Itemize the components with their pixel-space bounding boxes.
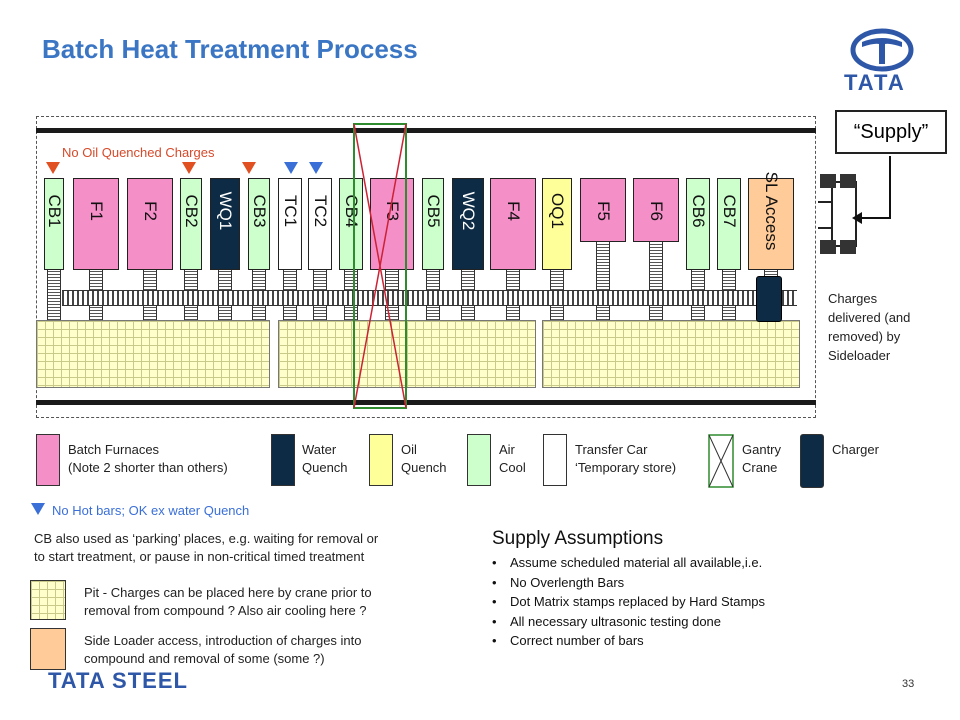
blue-triangle-icon [31, 503, 45, 515]
legend-oil-swatch [369, 434, 393, 486]
logo-wordmark: TATA [844, 70, 906, 95]
bay-wq2: WQ2 [452, 178, 484, 270]
bottom-rail [36, 400, 816, 405]
conveyor-track [62, 290, 797, 306]
legend-air-swatch [467, 434, 491, 486]
no-oil-quenched-label: No Oil Quenched Charges [62, 145, 215, 160]
sl-note: Side Loader access, introduction of char… [84, 633, 362, 666]
cb-note: CB also used as ‘parking’ places, e.g. w… [34, 531, 379, 564]
list-item: No Overlength Bars [492, 573, 765, 593]
bay-label: F1 [87, 201, 106, 221]
pit-legend-swatch [30, 580, 66, 620]
bay-oq1: OQ1 [542, 178, 572, 270]
legend-charger-swatch [800, 434, 824, 488]
bay-cb6: CB6 [686, 178, 710, 270]
no-hot-bars-label: No Hot bars; OK ex water Quench [52, 503, 250, 518]
bay-pillar [596, 242, 610, 320]
bay-label: F5 [594, 201, 613, 221]
gantry-crane-icon [353, 123, 407, 409]
legend-transfer-swatch [543, 434, 567, 486]
pit-1 [36, 320, 270, 388]
bay-cb3: CB3 [248, 178, 270, 270]
red-arrow-cb1 [46, 162, 60, 174]
bay-cb1: CB1 [44, 178, 64, 270]
page-number: 33 [902, 678, 915, 690]
legend-water-swatch [271, 434, 295, 486]
supply-assumptions-title: Supply Assumptions [492, 528, 664, 549]
bay-arrows [46, 162, 323, 174]
bay-label: F4 [504, 201, 523, 221]
red-arrow-cb3 [242, 162, 256, 174]
tata-logo-icon [850, 28, 914, 72]
list-item: All necessary ultrasonic testing done [492, 612, 765, 632]
bay-cb2: CB2 [180, 178, 202, 270]
top-rail [36, 128, 816, 133]
pit-3 [542, 320, 800, 388]
legend-charger-label: Charger [832, 442, 879, 457]
bay-sl-access: SL Access [748, 172, 794, 270]
bay-f2: F2 [127, 178, 173, 270]
legend-gantry-icon [708, 434, 734, 488]
bay-cb7: CB7 [717, 178, 741, 270]
bay-f5: F5 [580, 178, 626, 242]
bay-f6: F6 [633, 178, 679, 242]
bay-cb4: CB4 [339, 178, 363, 270]
bay-label: F2 [141, 201, 160, 221]
legend-furnace-swatch [36, 434, 60, 486]
bay-f4: F4 [490, 178, 536, 270]
sl-legend-swatch [30, 628, 66, 670]
legend-transfer-label: Transfer Car‘Temporary store) [575, 442, 677, 475]
footer-brand: TATA STEEL [48, 668, 188, 693]
list-item: Correct number of bars [492, 631, 765, 651]
bay-pillar [47, 270, 61, 320]
red-arrow-cb2 [182, 162, 196, 174]
bay-tc1: TC1 [278, 178, 302, 270]
bay-tc2: TC2 [308, 178, 332, 270]
bay-wq1: WQ1 [210, 178, 240, 270]
bay-cb5: CB5 [422, 178, 444, 270]
charger-vehicle [756, 276, 782, 322]
bay-pillar [649, 242, 663, 320]
legend-furnace-label: Batch Furnaces(Note 2 shorter than other… [68, 442, 228, 475]
list-item: Assume scheduled material all available,… [492, 553, 765, 573]
side-loader-icon [818, 156, 891, 254]
pit-note: Pit - Charges can be placed here by cran… [84, 585, 372, 618]
compound-boundary [36, 116, 816, 418]
supply-box: “Supply” [835, 110, 947, 154]
bay-label: F6 [647, 201, 666, 221]
page-title: Batch Heat Treatment Process [42, 34, 418, 64]
blue-arrow-tc2 [309, 162, 323, 174]
blue-arrow-tc1 [284, 162, 298, 174]
list-item: Dot Matrix stamps replaced by Hard Stamp… [492, 592, 765, 612]
bay-f1: F1 [73, 178, 119, 270]
supply-assumptions-list: Assume scheduled material all available,… [492, 553, 765, 651]
